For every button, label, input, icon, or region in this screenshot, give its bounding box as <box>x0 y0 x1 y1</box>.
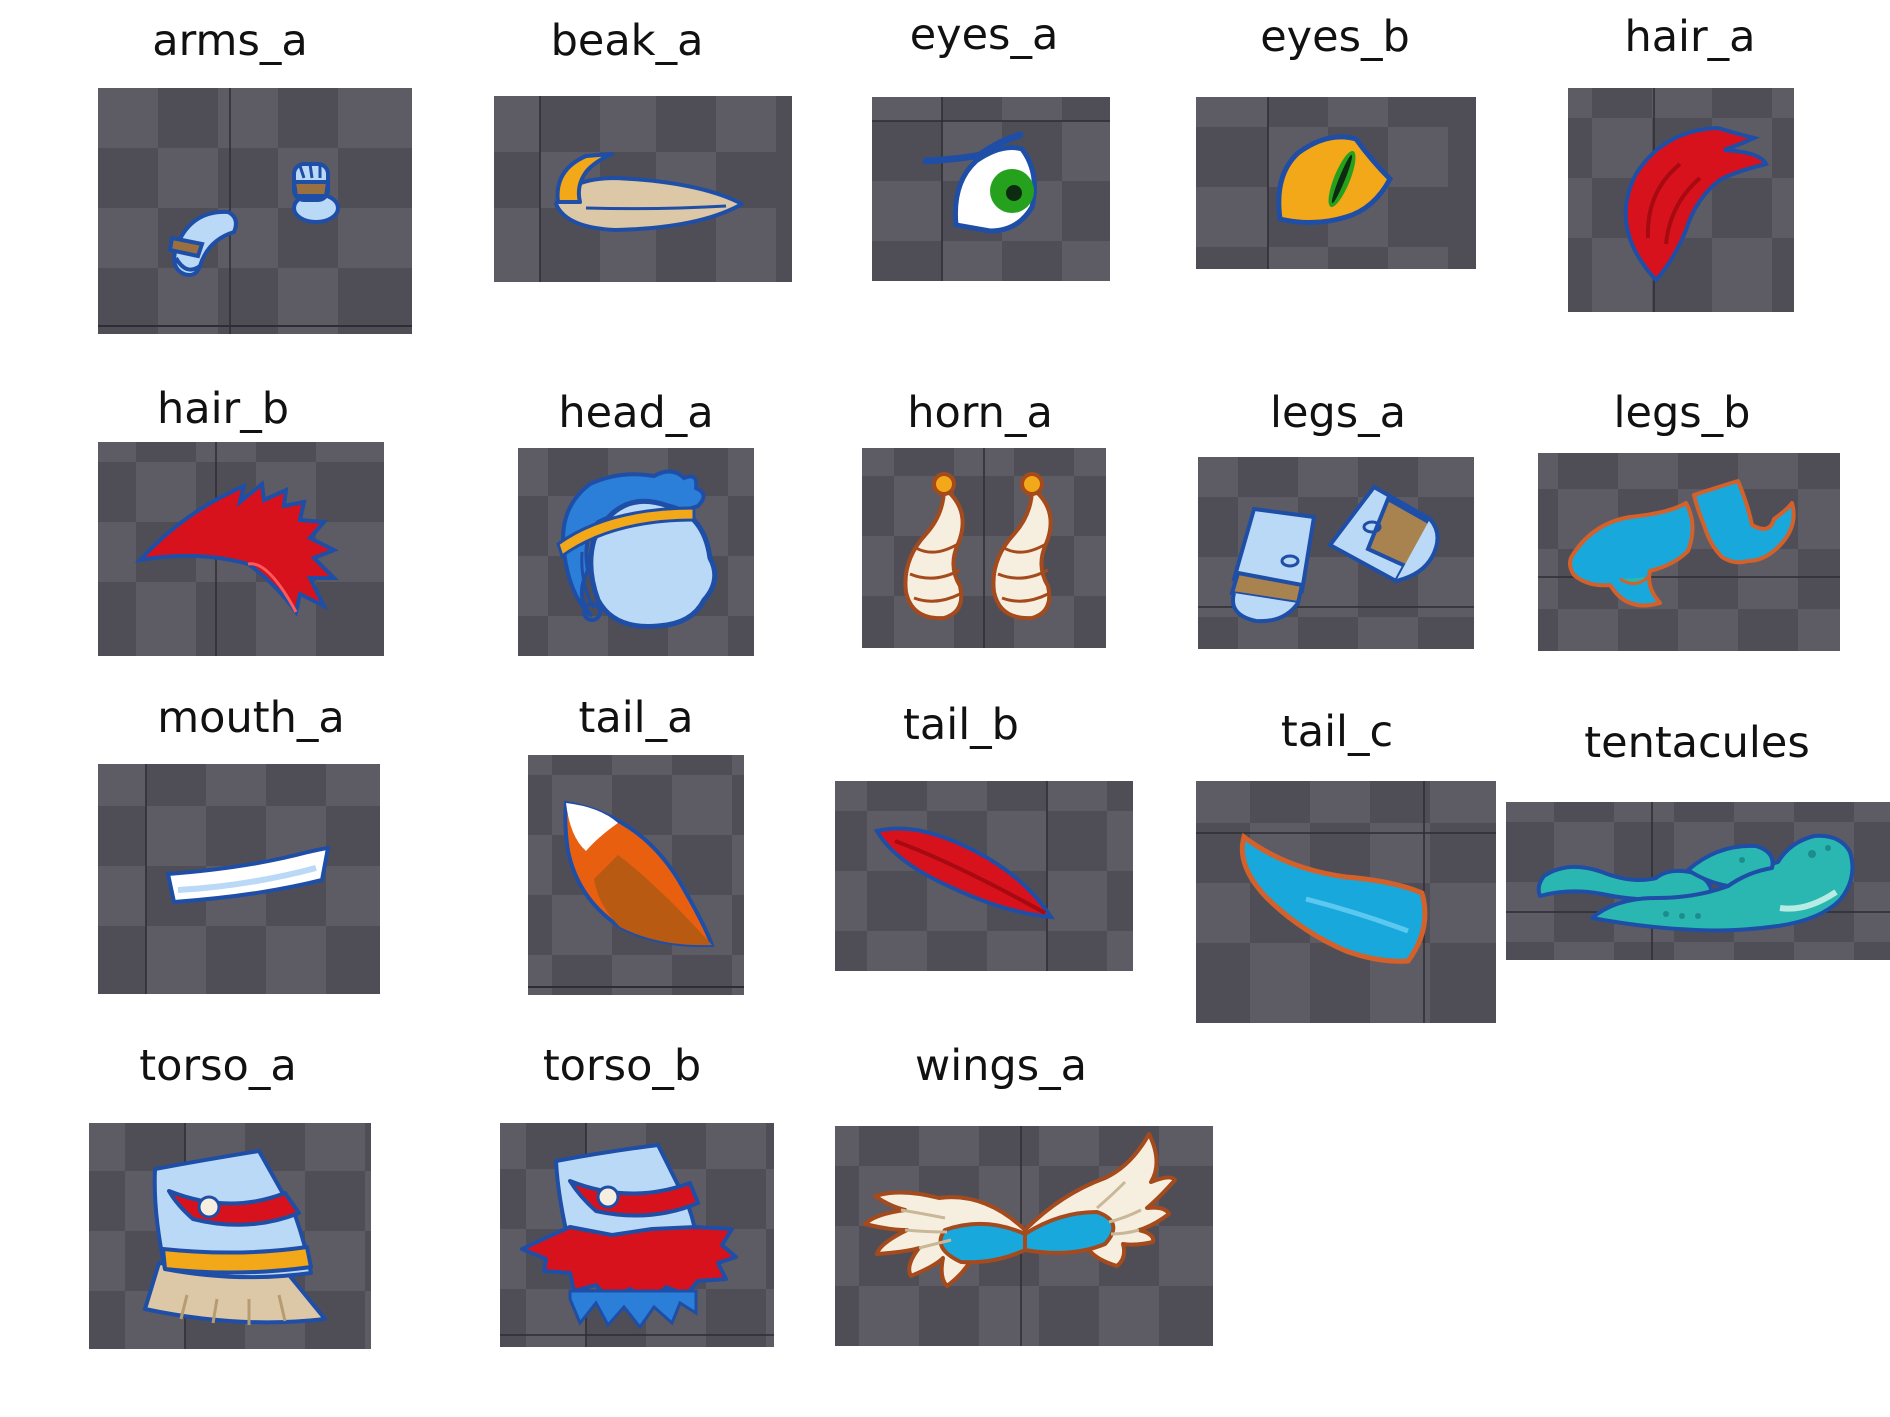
part-label: horn_a <box>907 388 1053 438</box>
feather-tail-icon <box>835 781 1133 971</box>
part-label: wings_a <box>915 1041 1087 1091</box>
head-icon <box>518 448 754 656</box>
beak-icon <box>494 96 792 282</box>
part-label: beak_a <box>550 16 704 66</box>
part-label: torso_b <box>542 1041 702 1091</box>
part-label: eyes_b <box>1260 12 1410 62</box>
part-label: tail_a <box>578 693 694 743</box>
wings-icon <box>835 1126 1213 1346</box>
hair-spiky-icon <box>98 442 384 656</box>
part-label: hair_a <box>1624 12 1756 62</box>
eye-icon <box>872 97 1110 281</box>
mouth-icon <box>98 764 380 994</box>
part-label: head_a <box>558 388 714 438</box>
cat-eye-icon <box>1196 97 1476 269</box>
part-label: arms_a <box>152 16 308 66</box>
part-label: tail_c <box>1280 707 1394 757</box>
part-label: hair_b <box>156 384 290 434</box>
part-label: legs_a <box>1270 388 1406 438</box>
tentacles-icon <box>1506 802 1890 960</box>
torso-feathered-icon <box>500 1123 774 1347</box>
part-label: tail_b <box>903 700 1019 750</box>
part-label: tentacules <box>1584 718 1810 768</box>
fox-tail-icon <box>528 755 744 995</box>
part-label: eyes_a <box>909 10 1059 60</box>
arms-icon <box>98 88 412 334</box>
boots-icon <box>1198 457 1474 649</box>
hair-tuft-icon <box>1568 88 1794 312</box>
curved-tail-icon <box>1196 781 1496 1023</box>
part-label: mouth_a <box>157 693 345 743</box>
legs-icon <box>1538 453 1840 651</box>
part-label: legs_b <box>1613 388 1751 438</box>
part-label: torso_a <box>139 1041 297 1091</box>
horns-icon <box>862 448 1106 648</box>
torso-icon <box>89 1123 371 1349</box>
